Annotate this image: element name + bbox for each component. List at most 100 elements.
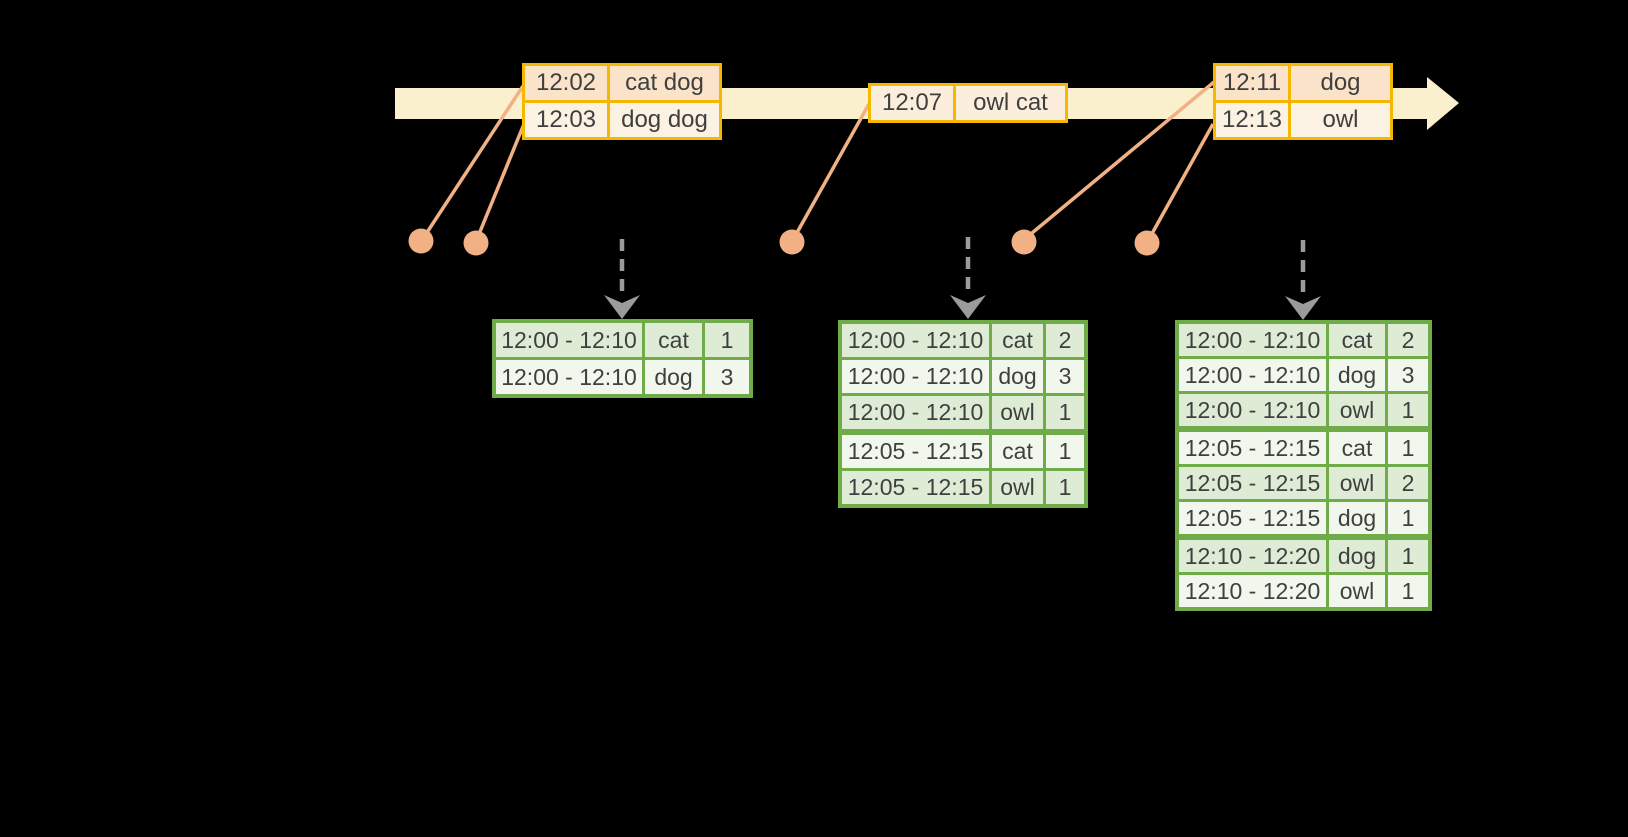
window-cell: 12:00 - 12:10 [842, 324, 989, 357]
word-cell: owl [992, 396, 1043, 429]
event-row: 12:11 dog [1216, 66, 1390, 100]
count-cell: 3 [705, 360, 749, 394]
event-connector-lines [422, 80, 1216, 240]
result-table-3: 12:00 - 12:10 cat 2 12:00 - 12:10 dog 3 … [1175, 320, 1432, 611]
count-cell: 1 [1388, 432, 1428, 464]
record-dot-1203 [463, 230, 489, 256]
table-row: 12:05 - 12:15 cat 1 [1179, 432, 1428, 464]
word-cell: dog [1329, 502, 1385, 534]
event-box-1202-1203: 12:02 cat dog 12:03 dog dog [522, 63, 722, 140]
timeline-arrowhead-icon [1427, 77, 1459, 130]
count-cell: 1 [1046, 471, 1084, 504]
word-cell: cat [992, 324, 1043, 357]
trigger-arrows [604, 237, 1321, 320]
record-dot-1207 [779, 229, 805, 255]
event-time-cell: 12:13 [1216, 103, 1288, 137]
table-row: 12:00 - 12:10 owl 1 [1179, 394, 1428, 426]
window-cell: 12:00 - 12:10 [842, 396, 989, 429]
count-cell: 3 [1046, 360, 1084, 393]
word-cell: dog [645, 360, 702, 394]
window-cell: 12:00 - 12:10 [496, 323, 642, 357]
word-cell: cat [1329, 324, 1385, 356]
count-cell: 1 [1046, 435, 1084, 468]
table-row: 12:05 - 12:15 cat 1 [842, 435, 1084, 468]
event-row: 12:02 cat dog [525, 66, 719, 100]
connector-line-1203 [475, 123, 526, 240]
connector-line-1213 [1147, 123, 1215, 240]
result-table-2: 12:00 - 12:10 cat 2 12:00 - 12:10 dog 3 … [838, 320, 1088, 508]
window-cell: 12:05 - 12:15 [842, 471, 989, 504]
trigger-arrow-1 [604, 239, 640, 319]
word-cell: owl [1329, 467, 1385, 499]
word-cell: cat [645, 323, 702, 357]
count-cell: 1 [1046, 396, 1084, 429]
window-cell: 12:00 - 12:10 [842, 360, 989, 393]
window-cell: 12:05 - 12:15 [842, 435, 989, 468]
table-row: 12:00 - 12:10 dog 3 [496, 360, 749, 394]
word-cell: owl [1329, 394, 1385, 426]
count-cell: 1 [1388, 502, 1428, 534]
window-cell: 12:00 - 12:10 [1179, 359, 1326, 391]
count-cell: 3 [1388, 359, 1428, 391]
window-cell: 12:00 - 12:10 [1179, 324, 1326, 356]
window-cell: 12:05 - 12:15 [1179, 467, 1326, 499]
count-cell: 1 [1388, 575, 1428, 607]
word-cell: cat [1329, 432, 1385, 464]
table-row: 12:05 - 12:15 dog 1 [1179, 502, 1428, 534]
word-cell: dog [992, 360, 1043, 393]
word-cell: owl [1329, 575, 1385, 607]
event-time-cell: 12:11 [1216, 66, 1288, 100]
event-words-cell: dog [1291, 66, 1390, 100]
count-cell: 2 [1388, 324, 1428, 356]
count-cell: 1 [1388, 540, 1428, 572]
word-cell: dog [1329, 540, 1385, 572]
table-row: 12:10 - 12:20 owl 1 [1179, 575, 1428, 607]
record-dot-1202 [408, 228, 434, 254]
event-words-cell: dog dog [610, 103, 719, 137]
event-words-cell: owl [1291, 103, 1390, 137]
table-row: 12:05 - 12:15 owl 1 [842, 471, 1084, 504]
window-cell: 12:10 - 12:20 [1179, 540, 1326, 572]
event-box-1211-1213: 12:11 dog 12:13 owl [1213, 63, 1393, 140]
word-cell: cat [992, 435, 1043, 468]
count-cell: 1 [1388, 394, 1428, 426]
event-row: 12:03 dog dog [525, 103, 719, 137]
table-row: 12:00 - 12:10 cat 1 [496, 323, 749, 357]
window-group: 12:05 - 12:15 cat 1 12:05 - 12:15 owl 1 [842, 435, 1084, 504]
window-cell: 12:05 - 12:15 [1179, 502, 1326, 534]
table-row: 12:00 - 12:10 cat 2 [1179, 324, 1428, 356]
table-row: 12:00 - 12:10 cat 2 [842, 324, 1084, 357]
window-cell: 12:05 - 12:15 [1179, 432, 1326, 464]
window-group: 12:00 - 12:10 cat 1 12:00 - 12:10 dog 3 [496, 323, 749, 394]
event-record-dots [408, 228, 1160, 256]
event-time-cell: 12:07 [871, 86, 953, 120]
event-row: 12:07 owl cat [871, 86, 1065, 120]
word-cell: owl [992, 471, 1043, 504]
window-cell: 12:10 - 12:20 [1179, 575, 1326, 607]
word-cell: dog [1329, 359, 1385, 391]
count-cell: 2 [1046, 324, 1084, 357]
table-row: 12:00 - 12:10 dog 3 [1179, 359, 1428, 391]
event-words-cell: cat dog [610, 66, 719, 100]
record-dot-1213 [1134, 230, 1160, 256]
event-box-1207: 12:07 owl cat [868, 83, 1068, 123]
event-time-cell: 12:02 [525, 66, 607, 100]
window-group: 12:00 - 12:10 cat 2 12:00 - 12:10 dog 3 … [1179, 324, 1428, 426]
event-words-cell: owl cat [956, 86, 1065, 120]
connector-line-1202 [422, 85, 525, 238]
trigger-arrow-2 [950, 237, 986, 319]
record-dot-1211 [1011, 229, 1037, 255]
window-cell: 12:00 - 12:10 [1179, 394, 1326, 426]
count-cell: 2 [1388, 467, 1428, 499]
event-time-cell: 12:03 [525, 103, 607, 137]
table-row: 12:00 - 12:10 owl 1 [842, 396, 1084, 429]
connector-line-1211 [1024, 80, 1216, 240]
table-row: 12:00 - 12:10 dog 3 [842, 360, 1084, 393]
window-group: 12:00 - 12:10 cat 2 12:00 - 12:10 dog 3 … [842, 324, 1084, 429]
event-row: 12:13 owl [1216, 103, 1390, 137]
trigger-arrow-3 [1285, 240, 1321, 320]
window-group: 12:05 - 12:15 cat 1 12:05 - 12:15 owl 2 … [1179, 432, 1428, 534]
connector-line-1207 [792, 103, 871, 239]
window-group: 12:10 - 12:20 dog 1 12:10 - 12:20 owl 1 [1179, 540, 1428, 607]
